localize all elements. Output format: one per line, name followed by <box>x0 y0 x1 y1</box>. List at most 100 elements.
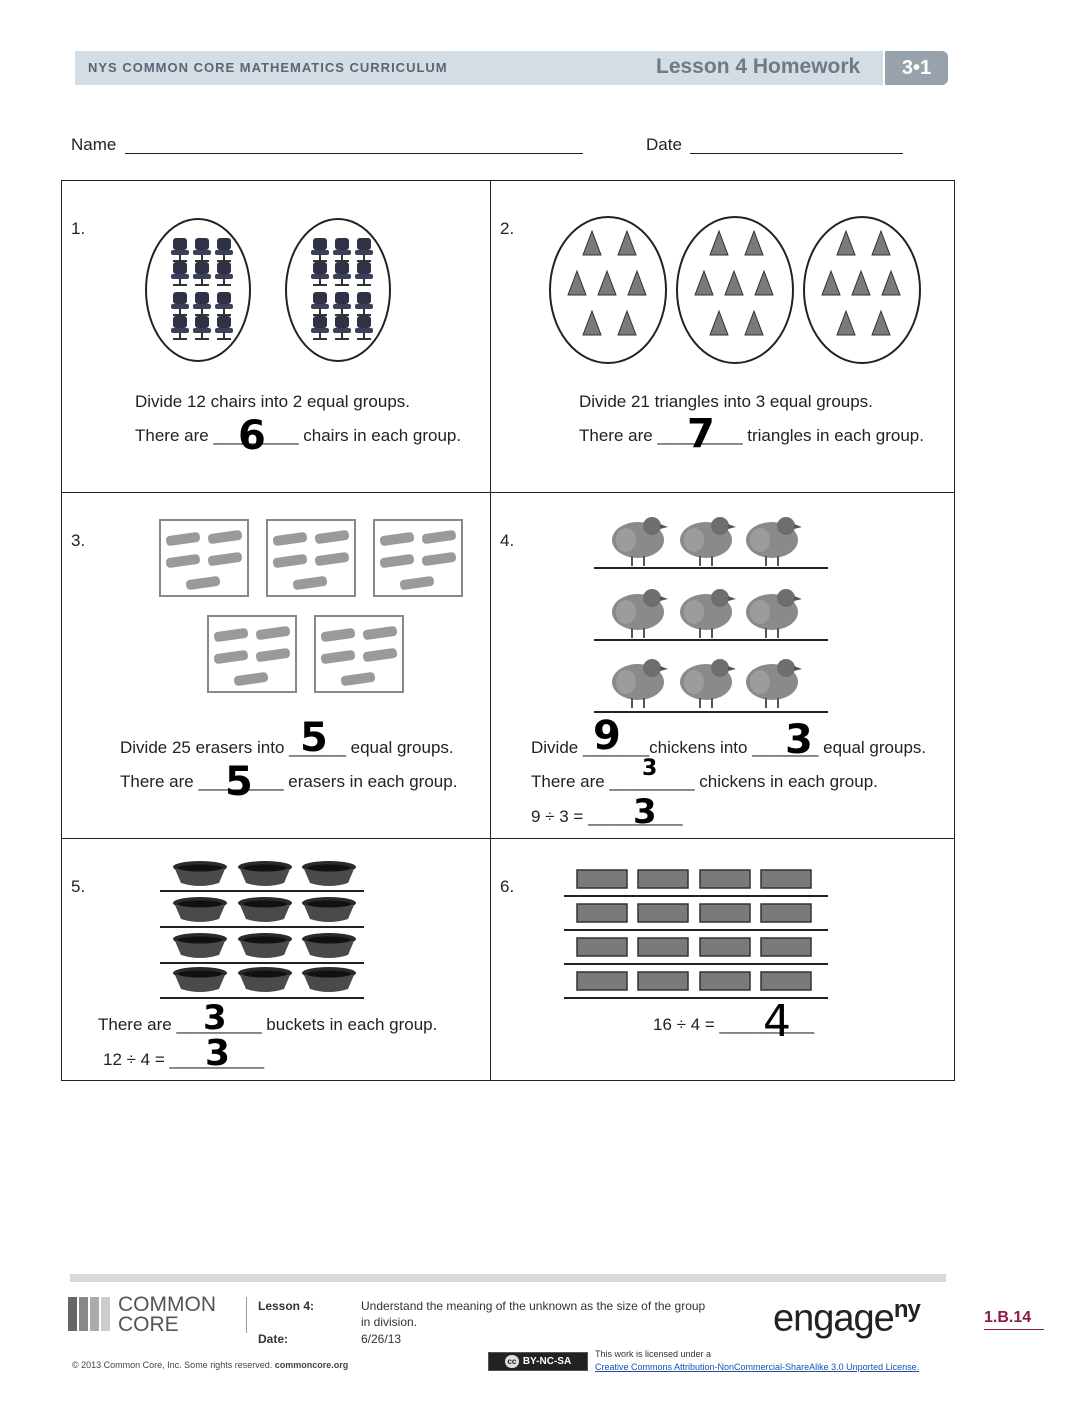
problem-2-pre: There are <box>579 426 653 445</box>
cc-icon: cc <box>504 1355 519 1368</box>
problem-6-equation: 16 ÷ 4 = __________ <box>653 1015 814 1035</box>
footer-lesson-label: Lesson 4: <box>258 1299 315 1313</box>
footer-copyright: © 2013 Common Core, Inc. Some rights res… <box>72 1360 348 1370</box>
problem-4-answer-groups: 3 <box>785 717 813 763</box>
problem-3-answer-each: 5 <box>225 759 253 805</box>
problem-4-equation: 9 ÷ 3 = __________ <box>531 807 683 827</box>
cc-badge-text: BY-NC-SA <box>522 1356 572 1367</box>
problem-2-sentence: There are _________ triangles in each gr… <box>579 426 924 446</box>
engageny-logo: engageny <box>773 1296 921 1341</box>
problem-1-number: 1. <box>71 219 86 238</box>
problem-4-number: 4. <box>500 531 515 550</box>
problem-2-number: 2. <box>500 219 515 238</box>
problem-2-prompt: Divide 21 triangles into 3 equal groups. <box>579 392 873 411</box>
footer-divider <box>246 1297 247 1333</box>
problem-5-number: 5. <box>71 877 86 896</box>
problem-4-blank-each[interactable]: _________ <box>609 772 695 791</box>
license-link[interactable]: Creative Commons Attribution-NonCommerci… <box>595 1362 920 1372</box>
problem-3-blank-groups[interactable]: ______ <box>289 738 346 757</box>
rectangles-rows-illustration <box>564 869 828 999</box>
grade-module-badge: 3•1 <box>885 51 948 85</box>
footer-bar <box>70 1274 946 1282</box>
common-core-wordmark: COMMON CORE <box>118 1293 216 1336</box>
problem-3-post: equal groups. <box>350 738 454 757</box>
name-line[interactable] <box>125 135 583 154</box>
problem-5-pre: There are <box>98 1015 172 1034</box>
copyright-text: © 2013 Common Core, Inc. Some rights res… <box>72 1360 273 1370</box>
problem-1-answer: 6 <box>238 413 266 459</box>
problem-6-blank-quotient[interactable]: __________ <box>719 1015 815 1034</box>
problem-4-blank-total[interactable]: _______ <box>582 738 650 757</box>
header-band <box>75 51 883 85</box>
page-code: 1.B.14 <box>984 1309 1044 1330</box>
problem-4-blank-groups[interactable]: _______ <box>752 738 819 757</box>
problem-1-pre: There are <box>135 426 209 445</box>
problem-4-answer-each: 3 <box>642 756 658 781</box>
ny-wordmark: ny <box>893 1296 921 1323</box>
problem-5-sentence: There are _________ buckets in each grou… <box>98 1015 437 1035</box>
problem-4-blank-quotient[interactable]: __________ <box>588 807 683 826</box>
grid-divider-vertical <box>490 180 491 1081</box>
name-label: Name <box>71 135 117 154</box>
logo-line-2: CORE <box>118 1313 179 1336</box>
engage-wordmark: engage <box>773 1297 895 1340</box>
problem-3-pre: Divide 25 erasers into <box>120 738 285 757</box>
problem-1-sentence: There are _________ chairs in each group… <box>135 426 461 446</box>
footer-date-label: Date: <box>258 1332 289 1346</box>
problem-5-blank-each[interactable]: _________ <box>176 1015 262 1034</box>
problem-4-chickens-into: chickens into <box>649 738 748 757</box>
problem-2-answer: 7 <box>687 411 715 457</box>
curriculum-title: NYS COMMON CORE MATHEMATICS CURRICULUM <box>88 60 448 75</box>
problem-4-answer-quotient: 3 <box>633 792 657 832</box>
footer-lesson-desc-1: Understand the meaning of the unknown as… <box>361 1299 706 1313</box>
problem-5-post: buckets in each group. <box>266 1015 438 1034</box>
footer-lesson-desc-2: in division. <box>361 1315 418 1329</box>
problem-2-post: triangles in each group. <box>747 426 924 445</box>
grid-divider-row2 <box>61 838 955 839</box>
problem-5-eq: 12 ÷ 4 = <box>103 1050 165 1069</box>
problem-1-prompt: Divide 12 chairs into 2 equal groups. <box>135 392 410 411</box>
chickens-rows-illustration <box>594 516 828 713</box>
date-line[interactable] <box>690 135 903 154</box>
problem-4-eq: 9 ÷ 3 = <box>531 807 584 826</box>
problem-5-equation: 12 ÷ 4 = __________ <box>103 1050 264 1070</box>
problem-4-equal-groups: equal groups. <box>823 738 927 757</box>
problem-3-answer-groups: 5 <box>300 715 328 761</box>
problem-4-divide: Divide <box>531 738 579 757</box>
problem-2-blank[interactable]: _________ <box>657 426 743 445</box>
chairs-groups-illustration <box>145 218 391 362</box>
triangles-groups-illustration <box>549 216 921 364</box>
problem-4-sentence: There are _________ chickens in each gro… <box>531 772 878 792</box>
problem-4-prompt: Divide _______chickens into _______ equa… <box>531 738 926 758</box>
problem-5-blank-quotient[interactable]: __________ <box>169 1050 265 1069</box>
problem-3-prompt: Divide 25 erasers into ______ equal grou… <box>120 738 454 758</box>
problem-3-sentence: There are _________ erasers in each grou… <box>120 772 457 792</box>
logo-line-1: COMMON <box>118 1293 216 1316</box>
problem-3-blank-each[interactable]: _________ <box>198 772 284 791</box>
problem-3-number: 3. <box>71 531 86 550</box>
problem-6-eq: 16 ÷ 4 = <box>653 1015 715 1034</box>
license-line-1: This work is licensed under a <box>595 1349 712 1359</box>
license-text: This work is licensed under a Creative C… <box>595 1348 919 1374</box>
problem-6-number: 6. <box>500 877 515 896</box>
problem-1-post: chairs in each group. <box>303 426 462 445</box>
date-label: Date <box>646 135 682 154</box>
problem-4-pre2: There are <box>531 772 605 791</box>
problem-4-answer-total: 9 <box>593 713 621 759</box>
grid-divider-row1 <box>61 492 955 493</box>
problem-grid <box>61 180 955 1081</box>
problem-1-blank[interactable]: _________ <box>213 426 299 445</box>
common-core-logo-icon <box>68 1297 110 1331</box>
copyright-site: commoncore.org <box>274 1360 349 1370</box>
problem-4-post2: chickens in each group. <box>699 772 878 791</box>
buckets-rows-illustration <box>160 861 364 999</box>
erasers-groups-illustration <box>159 519 463 693</box>
problem-3-pre2: There are <box>120 772 194 791</box>
problem-6-answer: 4 <box>763 996 791 1047</box>
problem-5-answer-each: 3 <box>203 998 227 1038</box>
lesson-title: Lesson 4 Homework <box>656 55 861 78</box>
problem-3-post2: erasers in each group. <box>288 772 458 791</box>
problem-5-answer-quotient: 3 <box>205 1033 231 1074</box>
footer-date-value: 6/26/13 <box>361 1332 402 1346</box>
